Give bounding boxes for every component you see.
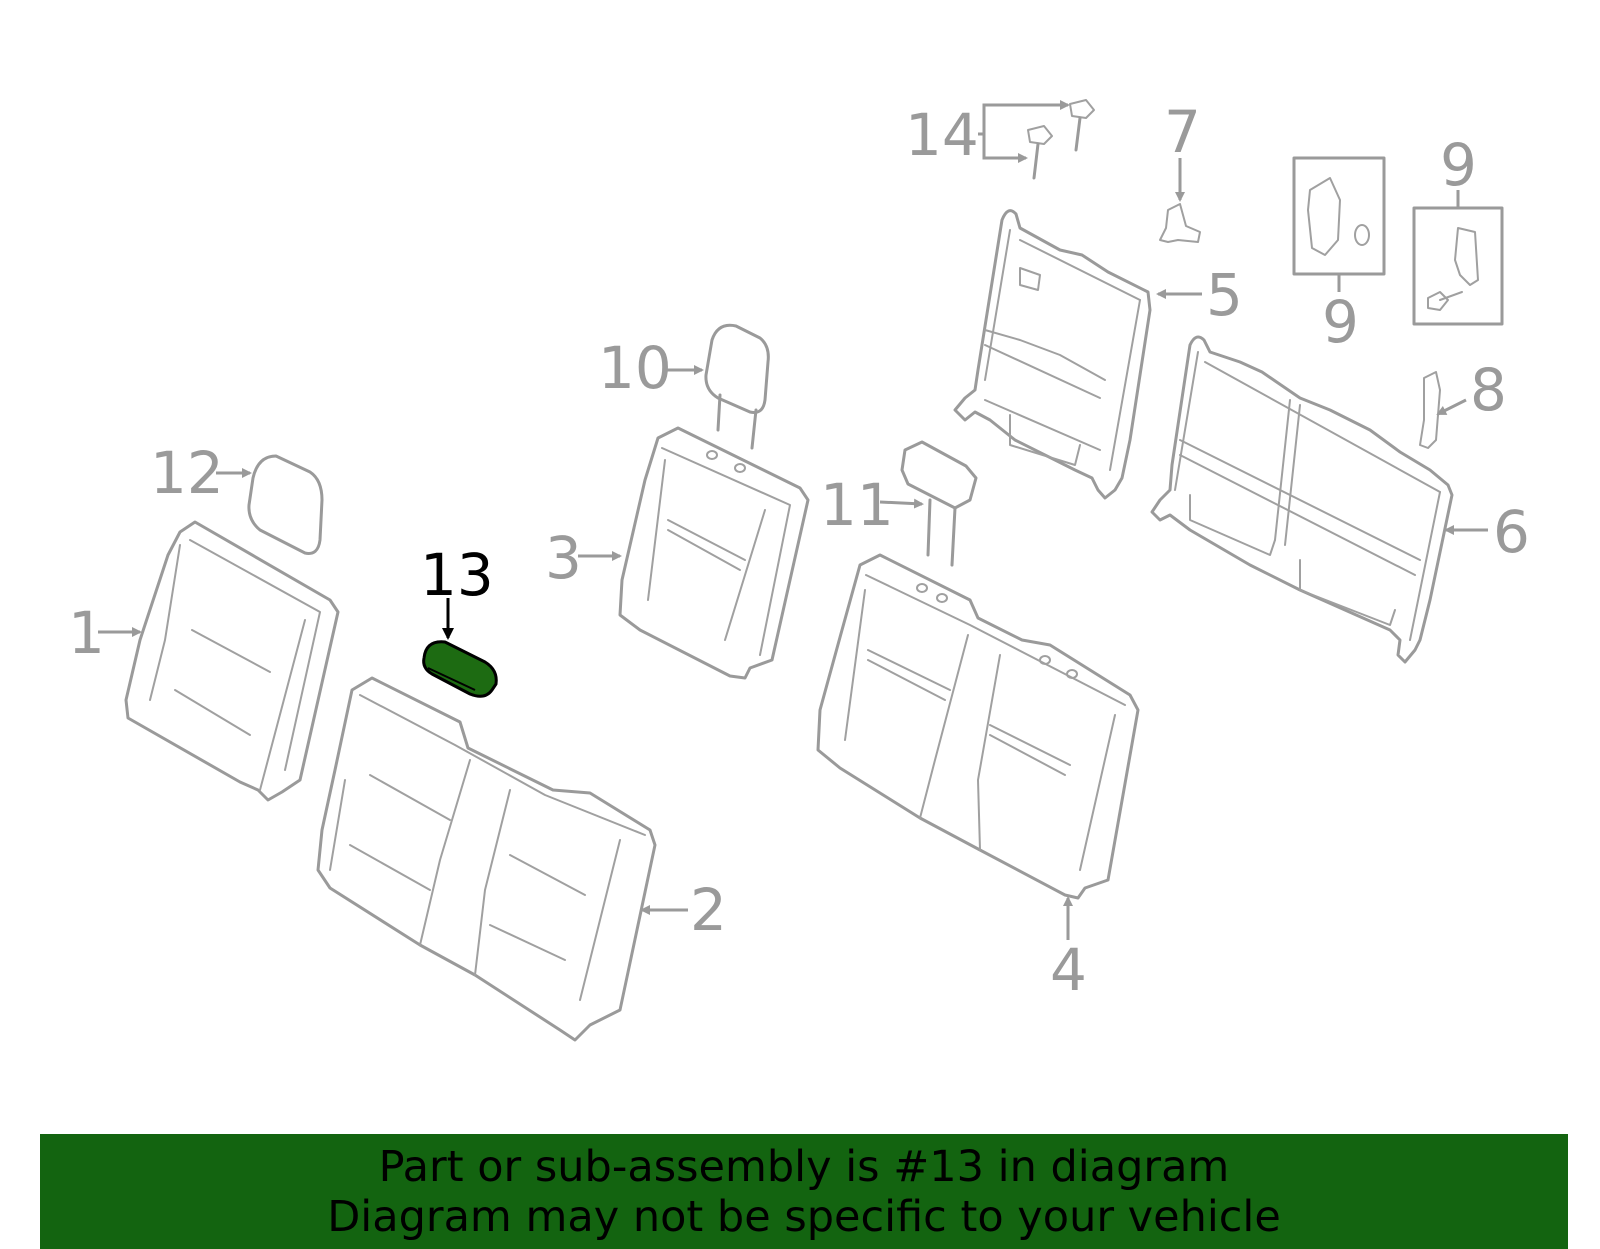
- banner-line-1: Part or sub-assembly is #13 in diagram: [378, 1142, 1230, 1192]
- callout-9-lower: 9: [1322, 274, 1359, 356]
- part-9-latch-box-a: [1292, 156, 1386, 276]
- part-5-seat-frame-upper: [953, 209, 1152, 500]
- part-11-headrest-right: [900, 440, 978, 567]
- callout-9-upper-label: 9: [1440, 131, 1477, 199]
- callout-6: 6: [1444, 498, 1530, 566]
- banner-line-2: Diagram may not be specific to your vehi…: [327, 1192, 1281, 1242]
- part-6-seat-frame-lower: [1150, 335, 1454, 664]
- callout-11-label: 11: [820, 471, 894, 539]
- callout-10: 10: [598, 334, 704, 402]
- callout-5-label: 5: [1206, 261, 1243, 329]
- part-7-bracket: [1159, 203, 1201, 243]
- callout-7: 7: [1164, 98, 1201, 202]
- callout-9-upper: 9: [1440, 131, 1477, 208]
- callout-4-label: 4: [1050, 936, 1087, 1004]
- callout-13-label: 13: [420, 541, 494, 609]
- part-4-seat-cushion-right: [816, 553, 1140, 900]
- callout-8-label: 8: [1470, 356, 1507, 424]
- part-12-headrest-left: [247, 454, 324, 555]
- callout-8: 8: [1436, 356, 1507, 424]
- callout-12: 12: [150, 439, 252, 507]
- callout-14-label: 14: [905, 101, 979, 169]
- callout-7-label: 7: [1164, 98, 1201, 166]
- part-10-headrest-center: [704, 323, 770, 450]
- callout-3: 3: [545, 524, 622, 592]
- part-13-armrest: [422, 640, 498, 698]
- callout-12-label: 12: [150, 439, 224, 507]
- callout-2-label: 2: [690, 876, 727, 944]
- part-3-seat-back-center: [618, 426, 810, 680]
- callout-11: 11: [820, 471, 924, 539]
- part-14-bolts: [1027, 99, 1095, 180]
- callout-5: 5: [1156, 261, 1243, 329]
- callout-4: 4: [1050, 896, 1087, 1004]
- part-9-hinge-box-b: [1412, 206, 1504, 326]
- callout-14: 14: [905, 100, 1070, 169]
- info-banner: Part or sub-assembly is #13 in diagram D…: [40, 1134, 1568, 1249]
- callout-6-label: 6: [1493, 498, 1530, 566]
- part-8-bracket: [1419, 371, 1441, 449]
- callout-13: 13: [420, 541, 494, 640]
- callout-10-label: 10: [598, 334, 672, 402]
- callout-2: 2: [640, 876, 727, 944]
- callout-3-label: 3: [545, 524, 582, 592]
- callout-1: 1: [68, 599, 142, 667]
- part-1-seat-back-left: [124, 520, 340, 802]
- callout-9-lower-label: 9: [1322, 288, 1359, 356]
- part-2-seat-cushion-left: [316, 676, 657, 1042]
